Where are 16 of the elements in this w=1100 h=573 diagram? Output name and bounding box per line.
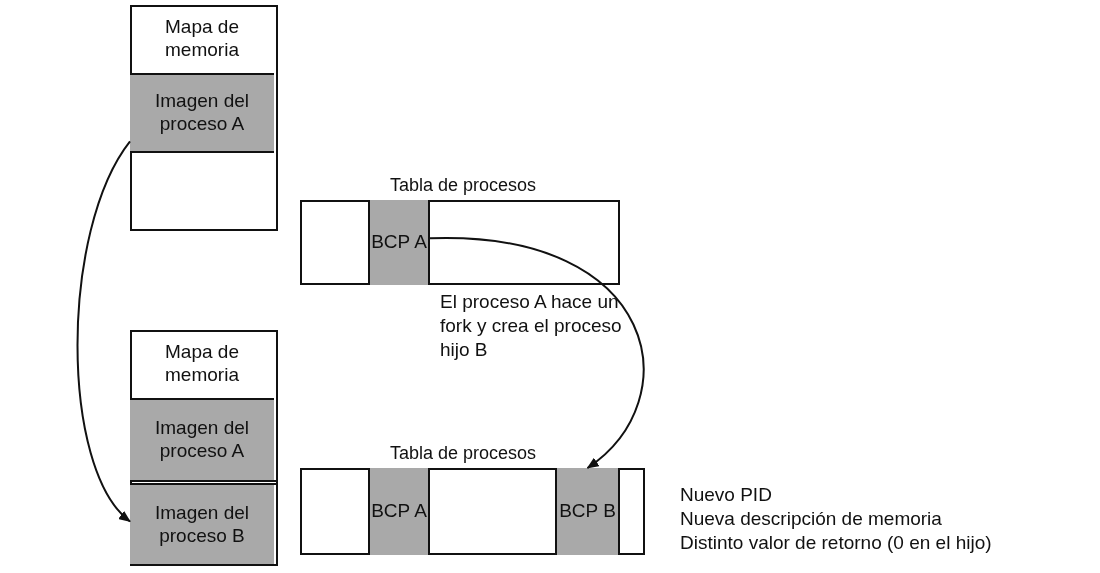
- memory-map-column: [130, 5, 278, 231]
- memory-region: Imagen del proceso A: [130, 75, 274, 153]
- process-control-block: BCP A: [368, 468, 430, 555]
- note-text: Nuevo PID: [680, 483, 773, 507]
- note-text: Nueva descripción de memoria: [680, 507, 943, 531]
- note-text: Distinto valor de retorno (0 en el hijo): [680, 531, 993, 555]
- table-heading: Tabla de procesos: [390, 443, 537, 464]
- memory-region: Imagen del proceso B: [130, 485, 274, 566]
- arrow: [76, 140, 131, 523]
- memory-map-column: [130, 330, 278, 566]
- process-control-block: BCP B: [555, 468, 620, 555]
- memory-region: Imagen del proceso A: [130, 400, 274, 480]
- annotation-text: El proceso A hace un fork y crea el proceso hijo B: [440, 290, 623, 362]
- table-heading: Tabla de procesos: [390, 175, 537, 196]
- process-control-block: BCP A: [368, 200, 430, 285]
- arrow: [429, 237, 645, 469]
